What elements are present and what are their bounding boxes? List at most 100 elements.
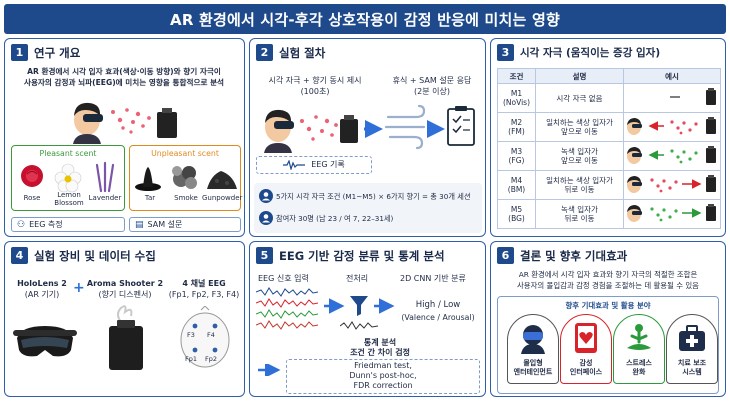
stats-method-2: Dunn's post-hoc, xyxy=(349,371,417,380)
panel-number: 4 xyxy=(11,247,28,264)
condition-desc: 일치하는 색상 입자가 xyxy=(546,118,613,127)
flow-arrows-row xyxy=(324,296,395,316)
panel-number: 3 xyxy=(497,44,514,61)
aroma-shooter-icon xyxy=(706,204,716,221)
rest-wind-icon xyxy=(384,104,426,150)
device2-name: Aroma Shooter 2 xyxy=(86,279,164,288)
procedure-step2-duration: (2분 이상) xyxy=(414,87,450,96)
aroma-shooter-icon xyxy=(157,108,177,138)
panel-number: 5 xyxy=(256,247,273,264)
condition-code: M1 xyxy=(510,89,523,98)
panel-number: 2 xyxy=(256,44,273,61)
panel-eeg-analysis: 5 EEG 기반 감정 분류 및 통계 분석 EEG 신호 입력 전처리 2D … xyxy=(249,241,486,397)
analysis-step-input: EEG 신호 입력 xyxy=(258,274,309,283)
aroma-shooter-device-icon xyxy=(109,305,143,370)
panel-title: 시각 자극 (움직이는 증강 입자) xyxy=(520,47,661,59)
condition-code: M4 xyxy=(510,176,523,185)
condition-abbr: (BG) xyxy=(508,214,525,223)
stats-methods-box xyxy=(286,359,480,394)
user-head-icon xyxy=(627,176,642,193)
app-label-line1: 감성 xyxy=(579,359,593,367)
brain-icon: ⚇ xyxy=(17,219,26,230)
eeg-measure-label: EEG 측정 xyxy=(29,220,63,229)
scent-label-tar: Tar xyxy=(144,194,156,202)
unpleasant-scent-title: Unpleasant scent xyxy=(151,149,219,158)
eeg-signals-icon xyxy=(256,287,319,330)
app-label-line1: 몰입형 xyxy=(523,359,543,367)
condition-desc-2: 앞으로 이동 xyxy=(561,156,598,165)
procedure-step2-label: 휴식 + SAM 설문 응답 xyxy=(392,76,472,85)
condition-desc: 시각 자극 없음 xyxy=(556,93,603,103)
overview-desc-line1: AR 환경에서 시각 입자 효과(색상·이동 방향)와 향기 자극이 xyxy=(27,67,221,76)
classification-result: High / Low xyxy=(415,300,461,310)
condition-abbr: (BM) xyxy=(507,185,526,194)
particles-icon xyxy=(111,108,151,134)
unpleasant-scent-icons xyxy=(135,166,237,191)
panel-procedure: 2 실험 절차 시각 자극 + 향기 동시 제시 (100초) 휴식 + SAM… xyxy=(249,38,486,237)
condition-desc: 녹색 입자가 xyxy=(561,205,598,214)
conclusion-desc-line1: AR 환경에서 시각 입자 효과와 향기 자극의 적절한 조합은 xyxy=(518,270,698,279)
eeg-head-diagram xyxy=(180,306,230,368)
aroma-shooter-icon xyxy=(706,146,716,163)
eeg-record-label: EEG 기록 xyxy=(311,160,345,169)
example-front-match xyxy=(627,117,716,135)
condition-code: M2 xyxy=(510,118,523,127)
col-header-example: 예시 xyxy=(623,68,721,84)
condition-abbr: (FM) xyxy=(508,127,525,136)
device2-role: (향기 디스펜서) xyxy=(98,290,152,299)
particles-icon xyxy=(300,115,338,141)
analysis-step-preprocess: 전처리 xyxy=(346,274,369,283)
rose-icon xyxy=(21,165,43,187)
panel-number: 1 xyxy=(11,44,28,61)
pleasant-scent-icons xyxy=(21,161,115,193)
condition-desc: 일치하는 색상 입자가 xyxy=(546,176,613,185)
user-ar-illustration xyxy=(73,102,177,144)
panel-equipment: 4 실험 장비 및 데이터 수집 HoloLens 2 (AR 기기) + Ar… xyxy=(4,241,245,397)
electrode-Fp2: Fp2 xyxy=(205,355,218,363)
procedure-info-sessions: 5가지 시각 자극 조건 (M1~M5) × 6가지 향기 = 총 30개 세션 xyxy=(276,192,471,201)
app-label-line2: 인터페이스 xyxy=(569,368,603,376)
unpleasant-scent-box xyxy=(129,145,241,211)
example-back-match xyxy=(627,175,716,193)
filtered-signal-icon xyxy=(340,321,379,330)
analysis-step-classify: 2D CNN 기반 분류 xyxy=(400,274,466,283)
condition-abbr: (NoVis) xyxy=(502,98,530,107)
classification-dimensions: (Valence / Arousal) xyxy=(401,313,475,322)
condition-abbr: (FG) xyxy=(508,156,525,165)
aroma-shooter-icon xyxy=(706,88,716,105)
user-head-icon xyxy=(627,205,642,222)
panel-visual-stimuli: 3 시각 자극 (움직이는 증강 입자) 조건 설명 예시 M1(NoVis) … xyxy=(490,38,726,237)
overview-desc-line2: 사용자의 감정과 뇌파(EEG)에 미치는 영향을 통합적으로 분석 xyxy=(23,78,225,87)
condition-code: M5 xyxy=(510,205,523,214)
eeg-channel-list: (Fp1, Fp2, F3, F4) xyxy=(168,290,240,299)
electrode-Fp1: Fp1 xyxy=(185,355,198,363)
stats-arrow xyxy=(258,364,281,376)
procedure-info-box xyxy=(254,183,482,233)
procedure-step1-label: 시각 자극 + 향기 동시 제시 xyxy=(268,76,362,85)
eeg-channel-title: 4 채널 EEG xyxy=(182,279,226,288)
aroma-shooter-icon xyxy=(706,117,716,134)
conclusion-desc-line2: 사용자의 몰입감과 감정 경험을 조절하는 데 활용될 수 있음 xyxy=(517,281,699,290)
plus-sign: + xyxy=(73,280,85,296)
scent-label-rose: Rose xyxy=(23,194,41,202)
scent-label-smoke: Smoke xyxy=(174,194,198,202)
page-title: AR 환경에서 시각-후각 상호작용이 감정 반응에 미치는 영향 xyxy=(170,10,560,29)
electrode-F3: F3 xyxy=(187,331,195,339)
condition-code: M3 xyxy=(510,147,523,156)
procedure-illustration xyxy=(264,104,475,153)
user-head-icon xyxy=(73,102,103,144)
session-grid-icon xyxy=(259,189,273,203)
col-header-condition: 조건 xyxy=(497,68,536,84)
app-label-line1: 치료 보조 xyxy=(677,359,707,367)
pleasant-scent-title: Pleasant scent xyxy=(39,149,97,158)
example-back-green xyxy=(627,204,716,222)
scent-label-gunpowder: Gunpowder xyxy=(202,194,243,202)
gunpowder-icon xyxy=(207,171,237,189)
app-label-line1: 스트레스 xyxy=(626,359,652,367)
panel-title: 실험 절차 xyxy=(279,45,326,60)
app-card-stress-relief xyxy=(613,314,665,384)
user-head-icon xyxy=(627,147,642,164)
